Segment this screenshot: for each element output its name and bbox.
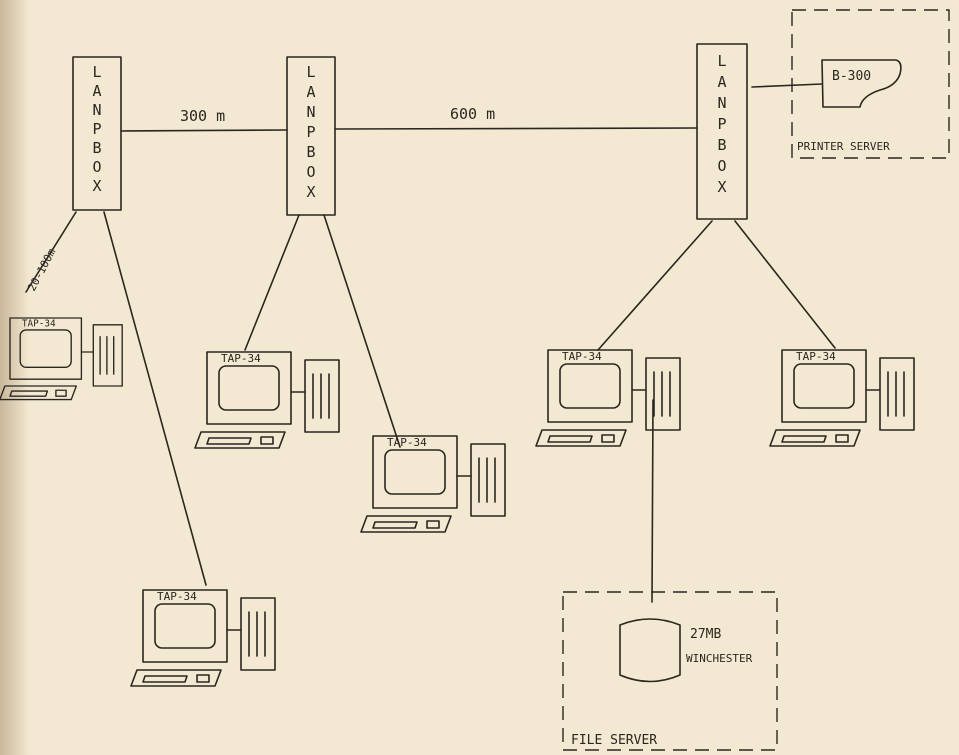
printer-server-label: PRINTER SERVER: [797, 140, 890, 153]
system-unit-icon: [471, 444, 505, 516]
screen: [219, 366, 279, 410]
screen: [385, 450, 445, 494]
screen: [794, 364, 854, 408]
lanpbox-letter: O: [306, 163, 315, 181]
file-server-label: FILE SERVER: [571, 733, 657, 748]
lanpbox-letter: P: [717, 115, 726, 133]
system-unit-icon: [93, 325, 122, 386]
system-unit-icon: [305, 360, 339, 432]
link-300m: [121, 130, 287, 131]
drop-line: [598, 221, 712, 350]
printer-server: B-300 PRINTER SERVER: [752, 10, 949, 158]
lanpbox-letter: N: [92, 101, 101, 119]
lanpbox-letter: X: [306, 183, 315, 201]
lanpbox-letter: X: [92, 177, 101, 195]
drop-line: [245, 215, 299, 350]
screen: [155, 604, 215, 648]
terminal-label: TAP-34: [562, 350, 602, 363]
screen: [560, 364, 620, 408]
lanpbox-letter: N: [717, 94, 726, 112]
lanpbox-letter: A: [717, 73, 726, 91]
system-unit-icon: [880, 358, 914, 430]
distance-300m-label: 300 m: [180, 107, 225, 125]
lanpbox-letter: P: [306, 123, 315, 141]
disk-drive-icon: [620, 619, 680, 682]
disk-capacity-label: 27MB: [690, 627, 721, 642]
lanpbox-letter: B: [306, 143, 315, 161]
link-600m: [335, 128, 697, 129]
drop-line: [735, 221, 835, 348]
terminal-label: TAP-34: [22, 319, 56, 330]
printer-device-label: B-300: [832, 69, 871, 84]
terminal: TAP-34: [536, 350, 680, 446]
terminal-label: TAP-34: [387, 436, 427, 449]
lanpbox-letter: P: [92, 120, 101, 138]
lanpbox-letter: L: [306, 63, 315, 81]
lanpbox-letter: O: [92, 158, 101, 176]
terminal: TAP-34: [195, 352, 339, 448]
terminal: TAP-34: [770, 350, 914, 446]
terminal-label: TAP-34: [796, 350, 836, 363]
lanpbox-letter: O: [717, 157, 726, 175]
lanpbox-letter: A: [306, 83, 315, 101]
distance-600m-label: 600 m: [450, 105, 495, 123]
terminal-label: TAP-34: [157, 590, 197, 603]
lanpbox-letter: X: [717, 178, 726, 196]
lanpbox-letter: L: [92, 63, 101, 81]
screen: [20, 330, 71, 367]
drop-line: [104, 212, 206, 585]
lanpbox-letter: N: [306, 103, 315, 121]
drop-line: [324, 215, 400, 447]
terminal: TAP-34: [361, 436, 505, 532]
lanpbox-letter: L: [717, 52, 726, 70]
drop-length-label: 20-100m: [25, 246, 58, 293]
system-unit-icon: [241, 598, 275, 670]
terminal: TAP-34: [131, 590, 275, 686]
disk-type-label: WINCHESTER: [686, 652, 753, 665]
lanpbox-letter: B: [92, 139, 101, 157]
terminal: TAP-34: [0, 318, 122, 400]
terminal-label: TAP-34: [221, 352, 261, 365]
lanpbox-letter: B: [717, 136, 726, 154]
lanpbox-letter: A: [92, 82, 101, 100]
system-unit-icon: [646, 358, 680, 430]
file-server: 27MB WINCHESTER FILE SERVER: [563, 400, 777, 750]
